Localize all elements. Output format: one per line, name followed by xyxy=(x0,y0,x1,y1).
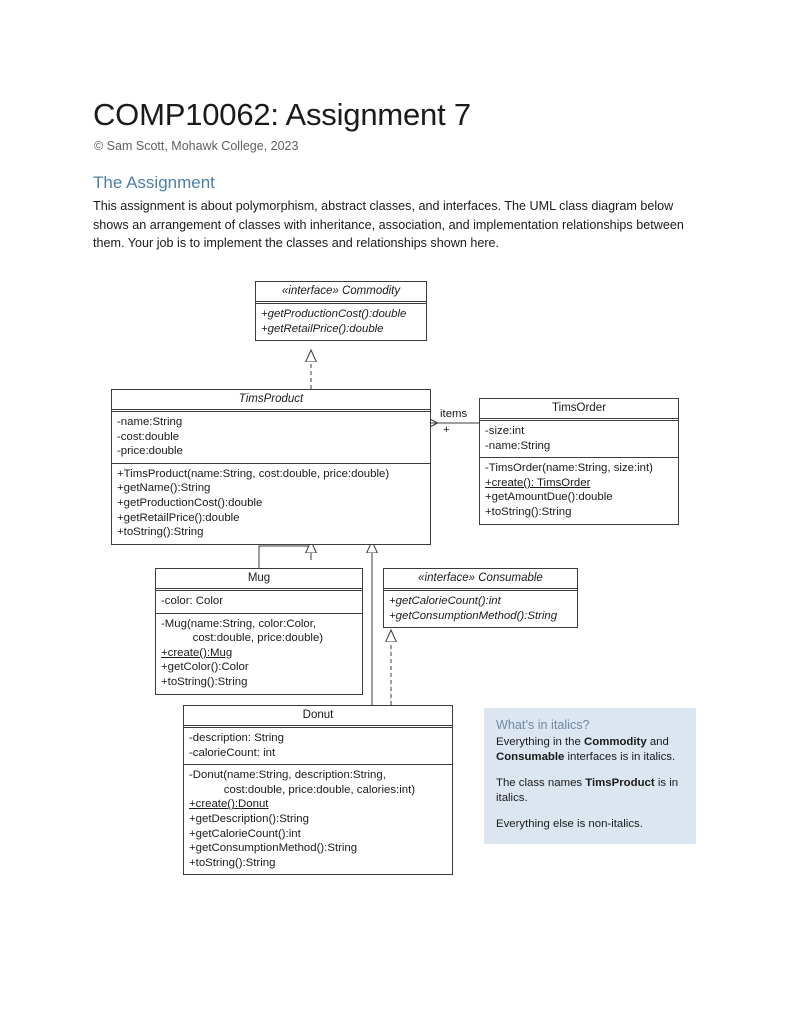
donut-attribute-0: -description: String xyxy=(189,732,284,744)
timsproduct-method-0: +TimsProduct(name:String, cost:double, p… xyxy=(117,467,390,480)
inheritance-mug-timsproduct xyxy=(258,541,311,568)
mug-method-0-cont: cost:double, price:double) xyxy=(161,632,324,645)
association-label-items: items xyxy=(440,408,468,420)
timsproduct-title: TimsProduct xyxy=(112,390,430,412)
donut-attribute-1: -calorieCount: int xyxy=(189,746,276,759)
timsproduct-attributes: -name:String -cost:double -price:double xyxy=(112,412,430,463)
donut-method-2: +getDescription():String xyxy=(189,812,309,825)
donut-method-0-cont: cost:double, price:double, calories:int) xyxy=(189,783,416,796)
uml-class-mug[interactable]: Mug -color: Color -Mug(name:String, colo… xyxy=(155,568,363,695)
donut-attributes: -description: String -calorieCount: int xyxy=(184,728,452,764)
uml-class-timsproduct[interactable]: TimsProduct -name:String -cost:double -p… xyxy=(111,389,431,545)
section-heading: The Assignment xyxy=(93,173,215,192)
callout-p2-text-before: The class names xyxy=(496,777,586,789)
commodity-method-1: +getRetailPrice():double xyxy=(261,322,384,335)
donut-methods: -Donut(name:String, description:String, … xyxy=(184,764,452,874)
page-title: COMP10062: Assignment 7 xyxy=(93,97,471,132)
timsorder-title: TimsOrder xyxy=(480,399,678,421)
intro-paragraph: This assignment is about polymorphism, a… xyxy=(93,199,684,250)
mug-methods: -Mug(name:String, color:Color, cost:doub… xyxy=(156,612,362,694)
timsproduct-method-2: +getProductionCost():double xyxy=(117,496,263,509)
callout-p1-text-before: Everything in the xyxy=(496,736,585,748)
association-multiplicity: + xyxy=(443,424,450,436)
commodity-methods: +getProductionCost():double +getRetailPr… xyxy=(256,304,426,340)
timsproduct-methods: +TimsProduct(name:String, cost:double, p… xyxy=(112,462,430,544)
uml-class-consumable[interactable]: «interface» Consumable +getCalorieCount(… xyxy=(383,568,578,629)
callout-paragraph-3: Everything else is non-italics. xyxy=(496,818,643,830)
mug-attribute-0: -color: Color xyxy=(161,595,224,607)
donut-title: Donut xyxy=(184,706,452,728)
timsorder-method-3: +toString():String xyxy=(485,505,572,518)
timsproduct-attribute-1: -cost:double xyxy=(117,430,180,443)
timsproduct-attribute-2: -price:double xyxy=(117,445,183,458)
consumable-title: «interface» Consumable xyxy=(384,569,577,591)
timsorder-method-2: +getAmountDue():double xyxy=(485,491,613,504)
callout-p2-bold-timsproduct: TimsProduct xyxy=(585,777,655,789)
timsproduct-method-1: +getName():String xyxy=(117,482,211,495)
consumable-method-0: +getCalorieCount():int xyxy=(389,595,501,607)
mug-attributes: -color: Color xyxy=(156,591,362,613)
callout-paragraph-2: The class names TimsProduct is in italic… xyxy=(496,776,682,806)
commodity-method-0: +getProductionCost():double xyxy=(261,308,407,320)
timsorder-method-0: -TimsOrder(name:String, size:int) xyxy=(485,462,653,475)
donut-method-3: +getCalorieCount():int xyxy=(189,827,301,840)
mug-method-2: +getColor():Color xyxy=(161,661,249,674)
consumable-methods: +getCalorieCount():int +getConsumptionMe… xyxy=(384,591,577,627)
uml-class-commodity[interactable]: «interface» Commodity +getProductionCost… xyxy=(255,281,427,342)
commodity-title: «interface» Commodity xyxy=(256,282,426,304)
timsorder-attributes: -size:int -name:String xyxy=(480,421,678,457)
donut-method-5: +toString():String xyxy=(189,856,276,869)
mug-title: Mug xyxy=(156,569,362,591)
timsproduct-method-3: +getRetailPrice():double xyxy=(117,511,240,524)
callout-heading: What’s in italics? xyxy=(496,718,590,732)
byline: © Sam Scott, Mohawk College, 2023 xyxy=(94,139,299,153)
callout-p1-text-after: interfaces is in italics. xyxy=(564,751,676,763)
timsproduct-attribute-0: -name:String xyxy=(117,416,183,428)
timsorder-methods: -TimsOrder(name:String, size:int) +creat… xyxy=(480,457,678,523)
timsorder-attribute-1: -name:String xyxy=(485,439,551,452)
callout-p1-bold-commodity: Commodity xyxy=(584,736,647,748)
timsproduct-method-4: +toString():String xyxy=(117,526,204,539)
donut-method-1: +create():Donut xyxy=(189,798,269,811)
donut-method-4: +getConsumptionMethod():String xyxy=(189,842,358,855)
mug-method-0: -Mug(name:String, color:Color, xyxy=(161,617,317,630)
timsorder-attribute-0: -size:int xyxy=(485,425,525,437)
callout-p1-text-mid: and xyxy=(646,736,669,748)
callout-p2-text-after: is in italics. xyxy=(496,777,679,804)
mug-method-3: +toString():String xyxy=(161,675,248,688)
donut-method-0: -Donut(name:String, description:String, xyxy=(189,769,386,782)
uml-class-timsorder[interactable]: TimsOrder -size:int -name:String -TimsOr… xyxy=(479,398,679,525)
callout-paragraph-1: Everything in the Commodity and Consumab… xyxy=(496,735,682,765)
mug-method-1: +create():Mug xyxy=(161,646,233,659)
callout-p1-bold-consumable: Consumable xyxy=(496,751,565,763)
consumable-method-1: +getConsumptionMethod():String xyxy=(389,609,558,622)
timsorder-method-1: +create(): TimsOrder xyxy=(485,476,591,489)
uml-class-donut[interactable]: Donut -description: String -calorieCount… xyxy=(183,705,453,876)
italics-callout: What’s in italics? Everything in the Com… xyxy=(484,708,696,844)
